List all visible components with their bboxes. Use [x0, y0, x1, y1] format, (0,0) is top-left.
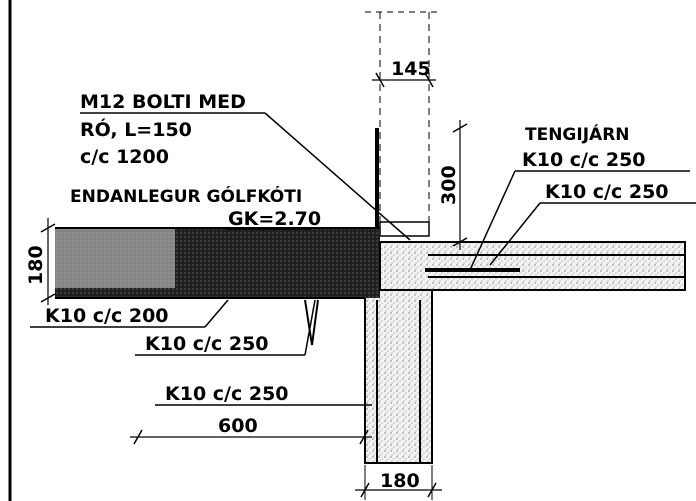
slab-bottom-bar-leader — [204, 299, 229, 328]
dim-300-tick-top — [452, 123, 468, 133]
dim-180-slab-tick-bottom — [40, 293, 56, 303]
tie-title: TENGIJÁRN — [525, 123, 630, 145]
tie-bar1-label: K10 c/c 250 — [522, 149, 646, 171]
bolt-leader — [264, 112, 411, 241]
left-slab-top-light — [55, 228, 175, 288]
dim-145-text: 145 — [391, 58, 431, 80]
floor-level-label-line2: GK=2.70 — [228, 208, 321, 230]
dim-300-tick-bottom — [452, 237, 468, 247]
mid-bar-hook — [304, 299, 319, 346]
bolt-label-line3: c/c 1200 — [80, 146, 169, 168]
tie-bar2-leader — [489, 202, 541, 266]
dim-600-tick-right — [359, 429, 369, 445]
bolt-label-line2: RÓ, L=150 — [80, 117, 192, 141]
slab-bottom-bar-label: K10 c/c 200 — [45, 305, 169, 327]
dim-145-tick-left — [375, 72, 385, 88]
mid-bar-label: K10 c/c 250 — [145, 333, 269, 355]
right-slab — [379, 241, 686, 291]
dim-180-wall-text: 180 — [380, 470, 420, 492]
tie-bar1-leader — [469, 170, 516, 271]
sill-plate — [379, 221, 430, 237]
floor-level-label-line1: ENDANLEGUR GÓLFKÓTI — [70, 185, 302, 207]
dim-600-tick-left — [133, 429, 143, 445]
tie-bar2-label: K10 c/c 250 — [545, 181, 669, 203]
dim-145-tick-right — [424, 72, 434, 88]
lower-bar-label: K10 c/c 250 — [165, 383, 289, 405]
dim-180-slab-tick-top — [40, 223, 56, 233]
bolt-label-line1: M12 BOLTI MED — [80, 91, 246, 113]
concrete-wall — [364, 287, 433, 464]
dim-300-text: 300 — [438, 165, 460, 205]
dim-180-slab-text: 180 — [25, 245, 47, 285]
dim-600-text: 600 — [218, 415, 258, 437]
